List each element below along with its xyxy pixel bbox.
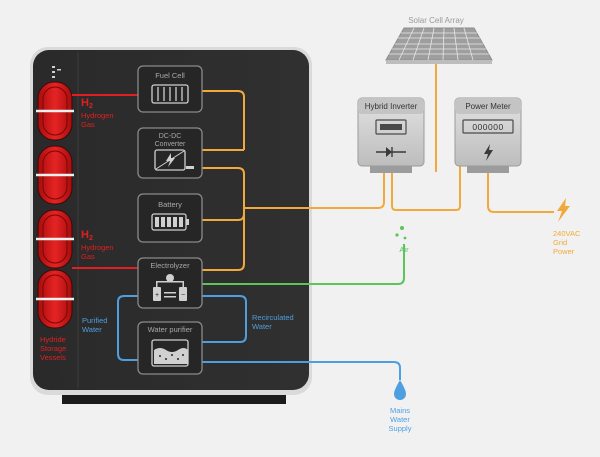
vessel-3 <box>36 209 74 269</box>
water-lines <box>117 295 401 380</box>
svg-text:+: + <box>155 292 159 299</box>
inverter-symbol-icon <box>376 147 406 157</box>
meter-display <box>462 119 514 134</box>
svg-text:Storage: Storage <box>40 344 66 353</box>
svg-text:H2: H2 <box>81 97 93 110</box>
fuel-cell-label: Fuel Cell <box>155 71 185 80</box>
grid-lightning-icon <box>557 198 570 222</box>
svg-text:Water: Water <box>390 415 410 424</box>
power-lines <box>202 54 554 271</box>
meter-digits: 000000 <box>472 122 503 132</box>
svg-text:Mains: Mains <box>390 406 410 415</box>
inverter-screen <box>375 119 407 135</box>
vessel-1 <box>36 81 74 141</box>
purified-water-label: Purified Water <box>82 316 107 334</box>
mains-water-supply: Mains Water Supply <box>389 380 412 433</box>
module-fuel-cell: Fuel Cell <box>137 65 203 113</box>
lightning-bolt-icon <box>484 144 493 161</box>
air-bubbles-icon <box>395 226 407 240</box>
svg-text:Water: Water <box>82 325 102 334</box>
solar-panel: Solar Cell Array <box>385 16 493 64</box>
hydride-storage-label: Hydride Storage Vessels <box>40 335 66 362</box>
module-water-purifier: Water purifier <box>137 321 203 375</box>
svg-text:Recirculated: Recirculated <box>252 313 294 322</box>
svg-text:240VAC: 240VAC <box>553 229 581 238</box>
meter-label: Power Meter <box>465 102 511 111</box>
svg-text:Gas: Gas <box>81 120 95 129</box>
svg-text:Water: Water <box>252 322 272 331</box>
water-drop-icon <box>394 380 406 400</box>
water-tank-icon <box>151 339 189 367</box>
battery-icon <box>151 213 189 231</box>
air-line <box>202 244 405 285</box>
solar-array-label: Solar Cell Array <box>408 16 464 25</box>
indicator-lights <box>52 66 61 78</box>
svg-text:Hydrogen: Hydrogen <box>81 111 114 120</box>
inverter-label: Hybrid Inverter <box>365 102 418 111</box>
svg-text:Grid: Grid <box>553 238 567 247</box>
module-electrolyzer: Electrolyzer + − <box>137 257 203 309</box>
svg-text:Gas: Gas <box>81 252 95 261</box>
air-intake: Air <box>395 226 409 254</box>
svg-text:Power: Power <box>553 247 575 256</box>
electrolyzer-icon: + − <box>153 274 187 301</box>
module-battery: Battery <box>137 193 203 243</box>
svg-text:Vessels: Vessels <box>40 353 66 362</box>
power-meter: Power Meter 000000 <box>454 97 522 173</box>
fuel-cell-icon <box>151 84 189 104</box>
battery-label: Battery <box>158 200 182 209</box>
hydride-storage-vessels <box>36 81 74 329</box>
vessel-4 <box>36 269 74 329</box>
dcdc-label-line1: DC-DC <box>159 133 182 140</box>
svg-text:Purified: Purified <box>82 316 107 325</box>
hydrogen-gas-label-bottom: H2 Hydrogen Gas <box>81 229 114 261</box>
module-dcdc-converter: DC-DC Converter <box>137 127 203 179</box>
svg-text:Hydride: Hydride <box>40 335 66 344</box>
hydrogen-lines <box>72 94 138 269</box>
vessel-2 <box>36 145 74 205</box>
water-purifier-label: Water purifier <box>148 325 193 334</box>
grid-power: 240VAC Grid Power <box>553 198 581 256</box>
electrolyzer-label: Electrolyzer <box>150 261 190 270</box>
svg-text:Air: Air <box>399 245 409 254</box>
recirculated-water-label: Recirculated Water <box>252 313 294 331</box>
svg-text:Hydrogen: Hydrogen <box>81 243 114 252</box>
converter-icon <box>154 149 194 171</box>
solar-panel-grid <box>389 27 489 61</box>
hydrogen-gas-label-top: H2 Hydrogen Gas <box>81 97 114 129</box>
svg-text:H2: H2 <box>81 229 93 242</box>
dcdc-label-line2: Converter <box>155 141 186 148</box>
svg-text:Supply: Supply <box>389 424 412 433</box>
svg-text:−: − <box>181 292 185 299</box>
hybrid-inverter: Hybrid Inverter <box>357 97 425 173</box>
